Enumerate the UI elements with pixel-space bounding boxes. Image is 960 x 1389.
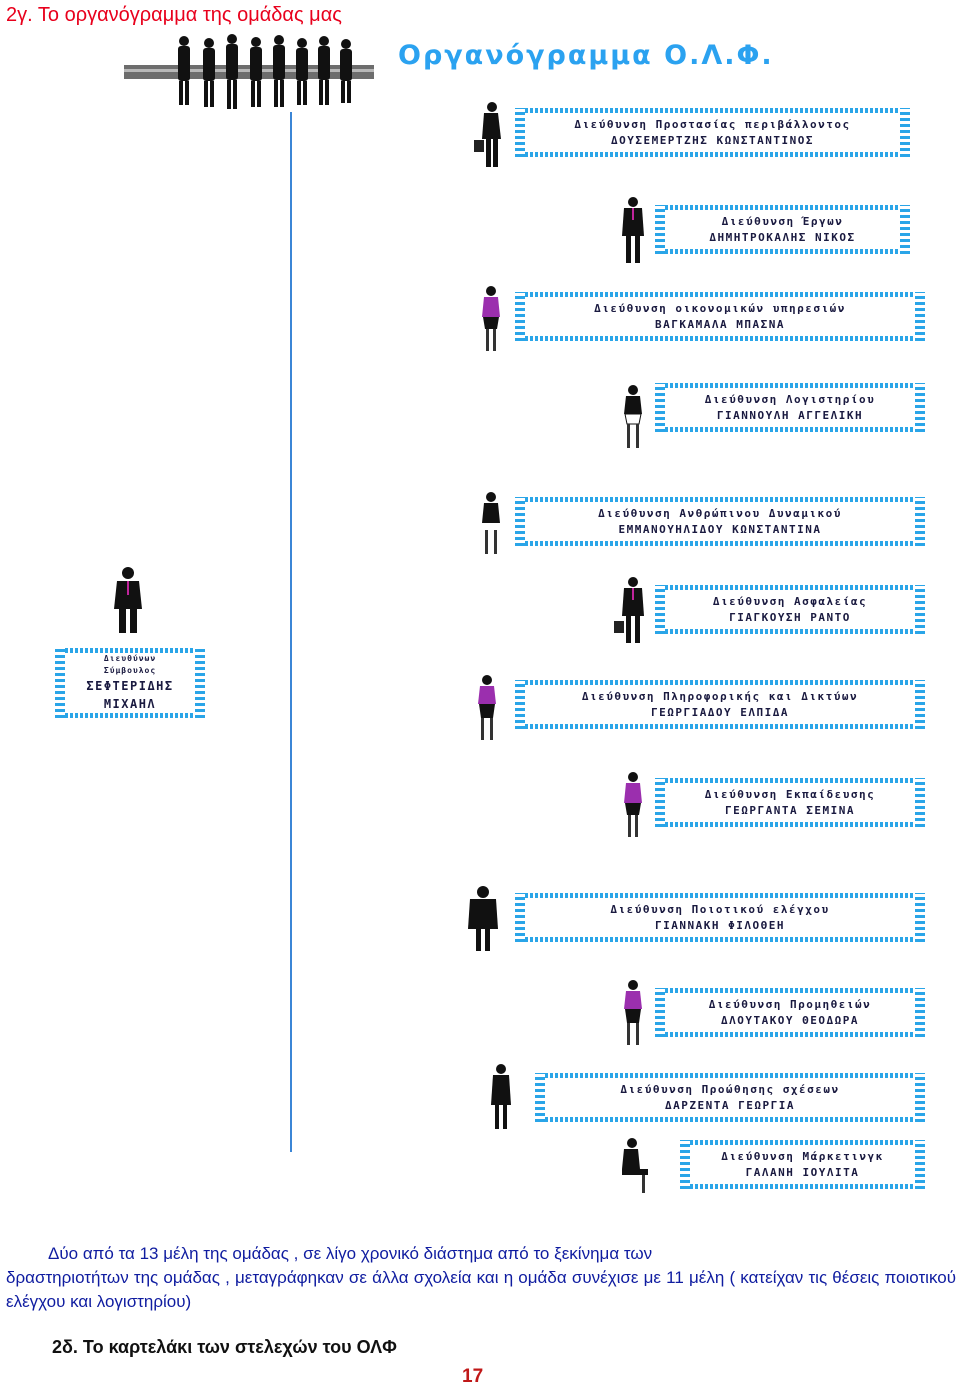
department-person: ΔΛΟΥΤΑΚΟΥ ΘΕΟΔΩΡΑ (720, 1013, 860, 1027)
department-role: Διεύθυνση Έργων (721, 214, 844, 228)
businesswoman-figure-icon (482, 286, 500, 351)
department-box: Διεύθυνση Λογιστηρίου ΓΙΑΝΝΟΥΛΗ ΑΓΓΕΛΙΚΗ (655, 383, 925, 432)
chairman-name-line1: ΣΕΦΤΕΡΙΔΗΣ (86, 679, 174, 693)
businesswoman-figure-icon (624, 980, 642, 1045)
department-role: Διεύθυνση Πληροφορικής και Δικτύων (581, 689, 859, 703)
paragraph-line-3: μέλη ( κατείχαν τις θέσεις ποιοτικού ελέ… (6, 1268, 956, 1311)
body-paragraph: Δύο από τα 13 μέλη της ομάδας , σε λίγο … (6, 1242, 956, 1314)
department-box: Διεύθυνση Εκπαίδευσης ΓΕΩΡΓΑΝΤΑ ΣΕΜΙΝΑ (655, 778, 925, 827)
department-role: Διεύθυνση Ανθρώπινου Δυναμικού (598, 506, 842, 520)
department-role: Διεύθυνση Λογιστηρίου (704, 392, 876, 406)
chairman-box: Διευθύνων Σύμβουλος ΣΕΦΤΕΡΙΔΗΣ ΜΙΧΑΗΛ (55, 648, 205, 718)
businesswoman-figure-icon (624, 385, 642, 448)
department-person: ΓΙΑΝΝΟΥΛΗ ΑΓΓΕΛΙΚΗ (716, 408, 864, 422)
department-role: Διεύθυνση Προστασίας περιβάλλοντος (574, 117, 851, 131)
department-person: ΓΕΩΡΓΑΝΤΑ ΣΕΜΙΝΑ (725, 803, 855, 817)
businesswoman-figure-icon (622, 1138, 648, 1193)
businesswoman-figure-icon (468, 886, 498, 951)
paragraph-line-1: Δύο από τα 13 μέλη της ομάδας , σε λίγο … (48, 1244, 653, 1263)
department-role: Διεύθυνση Προώθησης σχέσεων (620, 1082, 840, 1096)
department-role: Διεύθυνση Ποιοτικού ελέγχου (610, 902, 830, 916)
department-box: Διεύθυνση Προστασίας περιβάλλοντος ΔΟΥΣΕ… (515, 108, 910, 157)
businesswoman-figure-icon (482, 492, 500, 554)
department-person: ΔΑΡΖΕΝΤΑ ΓΕΩΡΓΙΑ (665, 1098, 795, 1112)
chairman-name-line2: ΜΙΧΑΗΛ (103, 697, 157, 711)
businesswoman-figure-icon (491, 1064, 511, 1129)
department-person: ΓΙΑΝΝΑΚΗ ΦΙΛΟΘΕΗ (655, 918, 785, 932)
paragraph-line-2: δραστηριοτήτων της ομάδας , μεταγράφηκαν… (6, 1268, 684, 1287)
org-chart-title: Οργανόγραμμα Ο.Λ.Φ. (398, 40, 774, 71)
chairman-role-line2: Σύμβουλος (103, 666, 157, 675)
department-box: Διεύθυνση Προώθησης σχέσεων ΔΑΡΖΕΝΤΑ ΓΕΩ… (535, 1073, 925, 1122)
subsection-heading: 2δ. Το καρτελάκι των στελεχών του ΟΛΦ (52, 1337, 397, 1357)
department-box: Διεύθυνση Μάρκετινγκ ΓΑΛΑΝΗ ΙΟΥΛΙΤΑ (680, 1140, 925, 1189)
businessman-figure-icon (474, 102, 501, 167)
businessman-figure-icon (114, 567, 142, 633)
department-role: Διεύθυνση Ασφαλείας (712, 594, 868, 608)
department-person: ΓΕΩΡΓΙΑΔΟΥ ΕΛΠΙΔΑ (650, 705, 790, 719)
section-heading: 2γ. Το οργανόγραμμα της ομάδας μας (6, 4, 342, 26)
department-person: ΕΜΜΑΝΟΥΗΛΙΔΟΥ ΚΩΝΣΤΑΝΤΙΝΑ (618, 522, 822, 536)
department-box: Διεύθυνση οικονομικών υπηρεσιών ΒΑΓΚΑΜΑΛ… (515, 292, 925, 341)
department-role: Διεύθυνση Μάρκετινγκ (721, 1149, 884, 1163)
department-role: Διεύθυνση Προμηθειών (708, 997, 872, 1011)
department-role: Διεύθυνση οικονομικών υπηρεσιών (594, 301, 846, 315)
department-box: Διεύθυνση Έργων ΔΗΜΗΤΡΟΚΑΛΗΣ ΝΙΚΟΣ (655, 205, 910, 254)
business-crowd-illustration (124, 34, 374, 109)
businessman-figure-icon (622, 197, 644, 263)
businessman-figure-icon (614, 577, 644, 643)
department-box: Διεύθυνση Ποιοτικού ελέγχου ΓΙΑΝΝΑΚΗ ΦΙΛ… (515, 893, 925, 942)
businesswoman-figure-icon (624, 772, 642, 837)
department-person: ΓΑΛΑΝΗ ΙΟΥΛΙΤΑ (745, 1165, 860, 1179)
department-box: Διεύθυνση Προμηθειών ΔΛΟΥΤΑΚΟΥ ΘΕΟΔΩΡΑ (655, 988, 925, 1037)
businesswoman-figure-icon (478, 675, 496, 740)
department-person: ΔΟΥΣΕΜΕΡΤΖΗΣ ΚΩΝΣΤΑΝΤΙΝΟΣ (610, 133, 815, 147)
department-role: Διεύθυνση Εκπαίδευσης (704, 787, 876, 801)
department-box: Διεύθυνση Ασφαλείας ΓΙΑΓΚΟΥΣΗ ΡΑΝΤΟ (655, 585, 925, 634)
department-box: Διεύθυνση Ανθρώπινου Δυναμικού ΕΜΜΑΝΟΥΗΛ… (515, 497, 925, 546)
department-box: Διεύθυνση Πληροφορικής και Δικτύων ΓΕΩΡΓ… (515, 680, 925, 729)
department-person: ΒΑΓΚΑΜΑΛΑ ΜΠΑΣΝΑ (655, 317, 785, 331)
chairman-role-line1: Διευθύνων (103, 654, 157, 663)
department-person: ΔΗΜΗΤΡΟΚΑΛΗΣ ΝΙΚΟΣ (709, 230, 856, 244)
org-chart-connector-line (290, 112, 292, 1152)
department-person: ΓΙΑΓΚΟΥΣΗ ΡΑΝΤΟ (729, 610, 851, 624)
page-number: 17 (462, 1366, 484, 1387)
